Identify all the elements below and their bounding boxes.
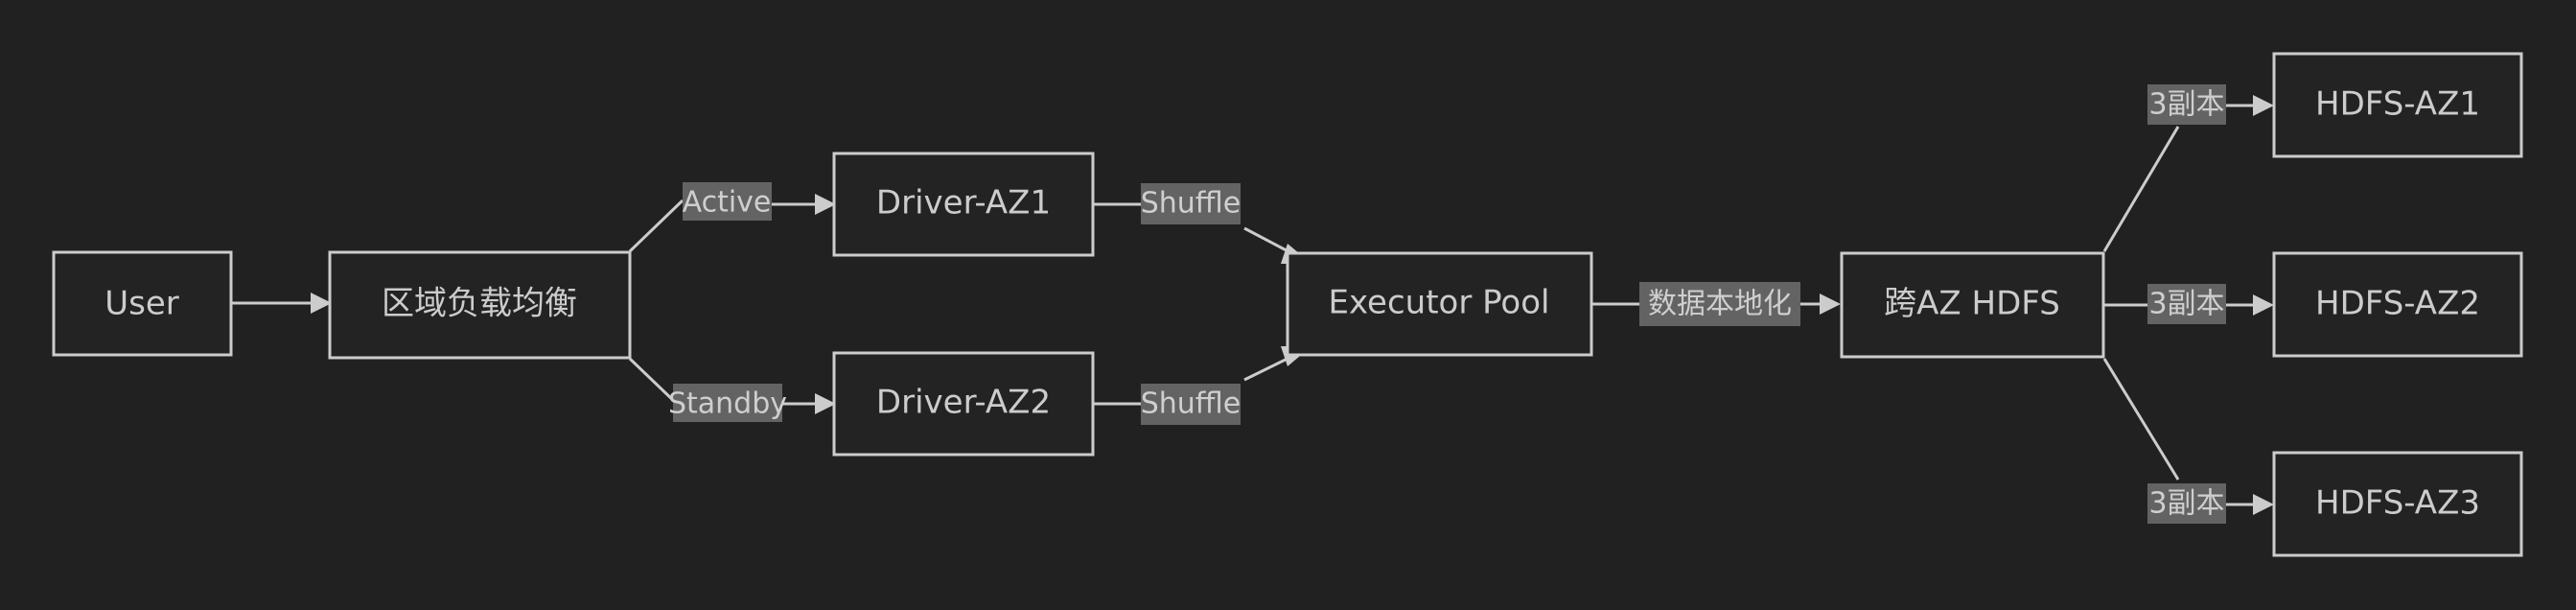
node-box <box>832 351 1095 457</box>
edge-label-background <box>1639 282 1800 326</box>
edge-label-shuffle-az1: Shuffle <box>1141 183 1242 224</box>
edge-label-shuffle-az2: Shuffle <box>1141 384 1242 425</box>
node-box <box>2272 451 2523 557</box>
node-driver-az1[interactable]: Driver-AZ1 <box>832 152 1095 257</box>
node-box <box>52 250 233 357</box>
node-box <box>2272 251 2523 358</box>
edge-label-active: Active <box>683 182 772 221</box>
node-hdfs-az2-label: HDFS-AZ2 <box>2315 285 2480 323</box>
edge-load-balancer-to-driver-az1 <box>628 194 836 253</box>
node-cross-az-hdfs-label: 跨AZ HDFS <box>1884 285 2060 323</box>
node-driver-az1-label: Driver-AZ1 <box>876 184 1051 223</box>
edge-label-standby: Standby <box>668 384 787 422</box>
node-hdfs-az1[interactable]: HDFS-AZ1 <box>2272 52 2523 158</box>
arrow-head-icon <box>2253 294 2274 316</box>
edge-label-replica-az2-text: 3副本 <box>2148 288 2224 321</box>
edge-label-replica-az3-text: 3副本 <box>2148 487 2224 521</box>
edge-label-standby-text: Standby <box>668 387 787 421</box>
node-cross-az-hdfs[interactable]: 跨AZ HDFS <box>1840 251 2105 359</box>
edge-label-replica-az2: 3副本 <box>2147 284 2226 324</box>
node-hdfs-az2[interactable]: HDFS-AZ2 <box>2272 251 2523 358</box>
node-load-balancer-label: 区域负载均衡 <box>382 285 577 323</box>
edge-label-active-text: Active <box>683 186 772 220</box>
node-driver-az2-label: Driver-AZ2 <box>876 384 1051 422</box>
edge-label-replica-az1-text: 3副本 <box>2148 88 2224 122</box>
edge-label-data-locality: 数据本地化 <box>1639 282 1800 326</box>
node-box <box>2272 52 2523 158</box>
edge-label-replica-az1: 3副本 <box>2147 84 2226 125</box>
edge-label-background <box>683 182 772 221</box>
edge-label-data-locality-text: 数据本地化 <box>1648 288 1792 321</box>
node-box <box>832 152 1095 257</box>
node-user[interactable]: User <box>52 250 233 357</box>
node-hdfs-az3-label: HDFS-AZ3 <box>2315 484 2480 523</box>
edge-label-replica-az3: 3副本 <box>2147 483 2226 524</box>
node-driver-az2[interactable]: Driver-AZ2 <box>832 351 1095 457</box>
edge-load-balancer-to-driver-az2 <box>628 357 836 414</box>
node-executor-pool-label: Executor Pool <box>1329 284 1550 322</box>
node-box <box>328 250 632 360</box>
node-box <box>1286 251 1593 357</box>
node-hdfs-az1-label: HDFS-AZ1 <box>2315 85 2480 124</box>
edge-label-background <box>1141 384 1241 425</box>
arrow-head-icon <box>1820 293 1841 315</box>
arrow-head-icon <box>815 194 836 215</box>
arrow-head-icon <box>311 293 332 314</box>
arrow-head-icon <box>2253 494 2274 515</box>
edge-line <box>628 357 679 406</box>
edge-cross-az-hdfs-to-hdfs-az2 <box>2104 294 2274 316</box>
node-box <box>1840 251 2105 359</box>
node-hdfs-az3[interactable]: HDFS-AZ3 <box>2272 451 2523 557</box>
edge-label-background <box>1141 183 1241 224</box>
edge-label-background <box>673 384 782 422</box>
edge-label-background <box>2147 84 2226 125</box>
edge-line <box>2102 358 2180 481</box>
edge-label-shuffle-az1-text: Shuffle <box>1141 187 1242 221</box>
edge-line <box>2102 126 2180 252</box>
arrow-head-icon <box>2253 95 2274 116</box>
edge-executor-pool-to-cross-az-hdfs <box>1591 293 1841 315</box>
edge-user-to-load-balancer <box>231 293 332 314</box>
node-load-balancer[interactable]: 区域负载均衡 <box>328 250 632 360</box>
edge-label-background <box>2147 284 2226 324</box>
arrow-head-icon <box>815 393 836 414</box>
node-user-label: User <box>104 285 179 323</box>
edge-label-background <box>2147 483 2226 524</box>
node-executor-pool[interactable]: Executor Pool <box>1286 251 1593 357</box>
edge-label-shuffle-az2-text: Shuffle <box>1141 387 1242 421</box>
edge-line <box>628 199 685 253</box>
